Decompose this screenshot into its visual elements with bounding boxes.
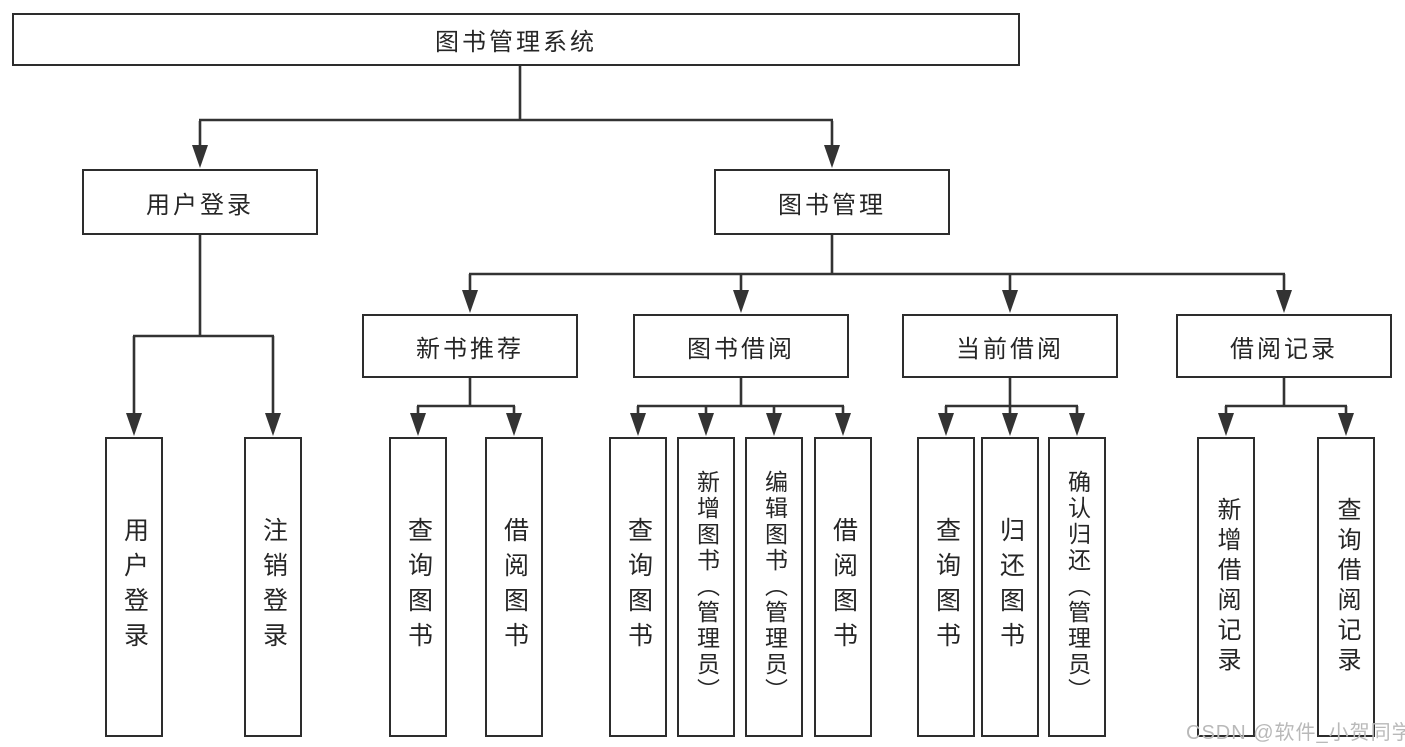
arrowhead xyxy=(1218,413,1234,436)
leaf-query-books-current-label: 查询图书 xyxy=(932,517,961,657)
arrowhead xyxy=(1002,290,1018,313)
leaf-confirm-return-admin: 确认归还（管理员） xyxy=(1048,437,1106,737)
node-borrow-records-label: 借阅记录 xyxy=(1230,335,1338,363)
leaf-query-borrow-record: 查询借阅记录 xyxy=(1317,437,1375,737)
connector-user-login-children xyxy=(132,235,275,422)
leaf-add-book-admin: 新增图书（管理员） xyxy=(677,437,735,737)
connector-book-borrow-children xyxy=(636,378,845,422)
leaf-add-borrow-record-label: 新增借阅记录 xyxy=(1213,497,1240,677)
arrowhead xyxy=(733,290,749,313)
leaf-borrow-books-recommend: 借阅图书 xyxy=(485,437,543,737)
leaf-confirm-return-admin-label: 确认归还（管理员） xyxy=(1064,470,1091,704)
node-book-management: 图书管理 xyxy=(714,169,950,235)
node-new-book-recommend: 新书推荐 xyxy=(362,314,578,378)
arrowhead xyxy=(835,413,851,436)
leaf-borrow-books-recommend-label: 借阅图书 xyxy=(500,517,529,657)
leaf-return-book: 归还图书 xyxy=(981,437,1039,737)
leaf-query-books-recommend-label: 查询图书 xyxy=(404,517,433,657)
connector-book-mgmt-children xyxy=(468,235,1286,298)
node-borrow-records: 借阅记录 xyxy=(1176,314,1392,378)
leaf-query-books-borrow: 查询图书 xyxy=(609,437,667,737)
arrowhead xyxy=(698,413,714,436)
leaf-logout-label: 注销登录 xyxy=(259,517,288,657)
arrowhead xyxy=(1276,290,1292,313)
arrowhead xyxy=(1069,413,1085,436)
leaf-query-books-recommend: 查询图书 xyxy=(389,437,447,737)
arrowhead xyxy=(938,413,954,436)
arrowhead xyxy=(410,413,426,436)
leaf-query-borrow-record-label: 查询借阅记录 xyxy=(1333,497,1360,677)
leaf-query-books-borrow-label: 查询图书 xyxy=(624,517,653,657)
leaf-borrow-books: 借阅图书 xyxy=(814,437,872,737)
connector-borrow-records-children xyxy=(1224,378,1348,422)
connector-new-book-children xyxy=(416,378,516,422)
node-new-book-recommend-label: 新书推荐 xyxy=(416,335,524,363)
arrowhead xyxy=(766,413,782,436)
node-book-borrowing-label: 图书借阅 xyxy=(687,335,795,363)
leaf-add-borrow-record: 新增借阅记录 xyxy=(1197,437,1255,737)
arrowhead xyxy=(192,145,208,168)
arrowhead xyxy=(1002,413,1018,436)
connector-root-to-level2 xyxy=(198,66,834,152)
node-current-borrowing: 当前借阅 xyxy=(902,314,1118,378)
arrowhead xyxy=(630,413,646,436)
node-user-login-label: 用户登录 xyxy=(146,191,254,219)
leaf-logout: 注销登录 xyxy=(244,437,302,737)
node-root-label: 图书管理系统 xyxy=(435,29,597,56)
arrowhead xyxy=(506,413,522,436)
leaf-user-login-label: 用户登录 xyxy=(120,517,149,657)
leaf-add-book-admin-label: 新增图书（管理员） xyxy=(693,470,720,704)
leaf-edit-book-admin: 编辑图书（管理员） xyxy=(745,437,803,737)
csdn-watermark: CSDN @软件_小贺同学 xyxy=(1186,722,1405,744)
arrowhead xyxy=(1338,413,1354,436)
leaf-edit-book-admin-label: 编辑图书（管理员） xyxy=(761,470,788,704)
node-current-borrowing-label: 当前借阅 xyxy=(956,335,1064,363)
leaf-query-books-current: 查询图书 xyxy=(917,437,975,737)
leaf-return-book-label: 归还图书 xyxy=(996,517,1025,657)
node-book-management-label: 图书管理 xyxy=(778,191,886,219)
leaf-borrow-books-label: 借阅图书 xyxy=(829,517,858,657)
arrowhead xyxy=(126,413,142,436)
node-book-borrowing: 图书借阅 xyxy=(633,314,849,378)
leaf-user-login: 用户登录 xyxy=(105,437,163,737)
arrowhead xyxy=(265,413,281,436)
node-root: 图书管理系统 xyxy=(12,13,1020,66)
arrowhead xyxy=(824,145,840,168)
arrowhead xyxy=(462,290,478,313)
node-user-login: 用户登录 xyxy=(82,169,318,235)
